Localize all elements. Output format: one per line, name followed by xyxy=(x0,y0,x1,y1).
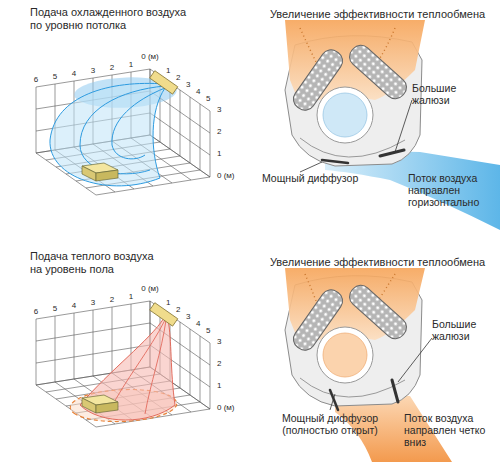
axis-number: 3 xyxy=(186,80,190,89)
object-side xyxy=(82,166,96,181)
room-grid xyxy=(36,69,210,195)
panel-heading: Увеличение эффективности теплообмена xyxy=(270,8,485,21)
axis-number: 3 xyxy=(217,105,221,114)
fan-rotor xyxy=(323,333,367,377)
callout-label: Мощный диффузор xyxy=(262,172,358,184)
diffuser xyxy=(330,390,338,410)
axis-number: 1 xyxy=(166,66,170,75)
axis-number: 3 xyxy=(91,298,95,307)
diffuser xyxy=(322,160,348,163)
axis-number: 5 xyxy=(206,94,210,103)
axis-number: 2 xyxy=(217,127,221,136)
callout-label: Мощный диффузор (полностью открыт) xyxy=(268,412,392,436)
axis-number: 1 xyxy=(129,60,133,69)
axis-number: 4 xyxy=(72,69,76,78)
object-side xyxy=(82,398,96,413)
axis-number: 3 xyxy=(91,66,95,75)
intake-arrow xyxy=(380,274,395,298)
axis-number: 2 xyxy=(110,63,114,72)
fan-housing xyxy=(317,87,373,143)
axis-number: 1 xyxy=(217,381,221,390)
floor-object xyxy=(82,163,118,181)
axis-number: 2 xyxy=(176,73,180,82)
leader-line xyxy=(395,100,412,152)
axis-number: 4 xyxy=(196,319,200,328)
axis-number: 4 xyxy=(72,301,76,310)
air-channel xyxy=(300,378,405,397)
unit-section xyxy=(285,268,425,410)
panel-heading: Увеличение эффективности теплообмена xyxy=(270,256,485,269)
intake-arrow xyxy=(380,28,395,58)
indoor-unit xyxy=(150,71,178,94)
axis-number: 2 xyxy=(110,295,114,304)
room-grid xyxy=(36,301,210,427)
axis-number: 2 xyxy=(176,305,180,314)
axis-number: 0 (м) xyxy=(217,403,235,412)
axis-number: 5 xyxy=(53,72,57,81)
axis-number: 1 xyxy=(166,298,170,307)
panel-heading: Подача теплого воздуха на уровень пола xyxy=(30,250,162,275)
object-front xyxy=(96,402,118,413)
axis-number: 3 xyxy=(186,312,190,321)
callout-label: Поток воздуха направлен четко вниз xyxy=(404,412,499,448)
axis-number: 5 xyxy=(206,326,210,335)
axis-number: 0 (м) xyxy=(141,52,159,61)
object-front xyxy=(96,170,118,181)
leader-line xyxy=(398,338,432,382)
axis-number: 6 xyxy=(34,75,38,84)
air-channel xyxy=(300,138,405,157)
axis-number: 3 xyxy=(217,337,221,346)
callout-label: Большие жалюзи xyxy=(412,82,474,106)
axis-number: 4 xyxy=(196,87,200,96)
intake-arrow xyxy=(300,28,318,66)
leader-line xyxy=(330,394,335,410)
axis-number: 0 (м) xyxy=(217,171,235,180)
cool-air-flow xyxy=(50,83,165,186)
fan-housing xyxy=(317,327,373,383)
callout-label: Большие жалюзи xyxy=(432,318,494,342)
fan-rotor xyxy=(323,93,367,137)
cool-air-line xyxy=(112,88,165,159)
cool-air-line xyxy=(80,86,165,174)
indoor-unit xyxy=(150,303,178,326)
axis-number: 2 xyxy=(217,359,221,368)
axis-number: 5 xyxy=(53,304,57,313)
floor-object xyxy=(82,395,118,413)
leader-line xyxy=(300,162,322,172)
axis-number: 0 (м) xyxy=(141,284,159,293)
louver xyxy=(392,380,398,402)
axis-number: 6 xyxy=(34,307,38,316)
axis-number: 1 xyxy=(217,149,221,158)
warm-air-line xyxy=(145,320,166,414)
warm-air-flow xyxy=(80,318,175,420)
callout-label: Поток воздуха направлен горизонтально xyxy=(408,172,496,208)
intake-arrow xyxy=(305,274,318,306)
axis-number: 1 xyxy=(129,292,133,301)
louver xyxy=(380,150,404,156)
panel-heading: Подача охлажденного воздуха по уровню по… xyxy=(30,6,196,31)
